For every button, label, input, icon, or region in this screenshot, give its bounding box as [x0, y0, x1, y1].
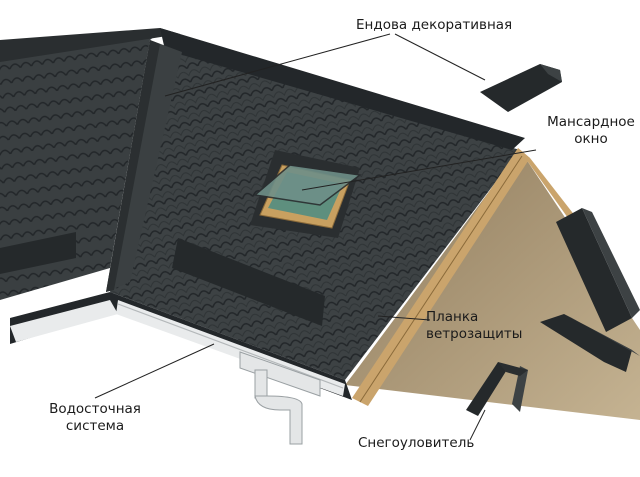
label-wind-bar: Планка ветрозащиты: [426, 309, 522, 343]
leader-lines: [94, 33, 537, 441]
label-gutter: Водосточная система: [30, 401, 160, 435]
label-gutter-line2: система: [65, 418, 125, 434]
left-roof-slope: [0, 32, 160, 300]
valley-strip: [106, 40, 182, 292]
snow-guard-icon: [466, 362, 528, 416]
end-cap-part: [556, 208, 640, 332]
wind-bar-icon: [540, 314, 640, 372]
gutter-downpipe-icon: [239, 351, 321, 445]
snow-guard-on-roof: [0, 232, 325, 326]
skylight-icon: [250, 150, 362, 238]
gable-board: [345, 148, 640, 420]
label-skylight-line2: окно: [574, 131, 608, 147]
ridge-cap: [0, 28, 525, 150]
label-valley-flashing: Ендова декоративная: [356, 17, 513, 33]
label-gutter-line1: Водосточная: [49, 401, 141, 417]
label-wind-line1: Планка: [426, 309, 479, 325]
label-wind-line2: ветрозащиты: [426, 326, 523, 342]
label-skylight-line1: Мансардное: [547, 114, 635, 130]
valley-flashing-icon: [480, 64, 562, 112]
label-skylight: Мансардное окно: [536, 114, 640, 148]
label-snow-guard: Снегоуловитель: [358, 435, 475, 451]
